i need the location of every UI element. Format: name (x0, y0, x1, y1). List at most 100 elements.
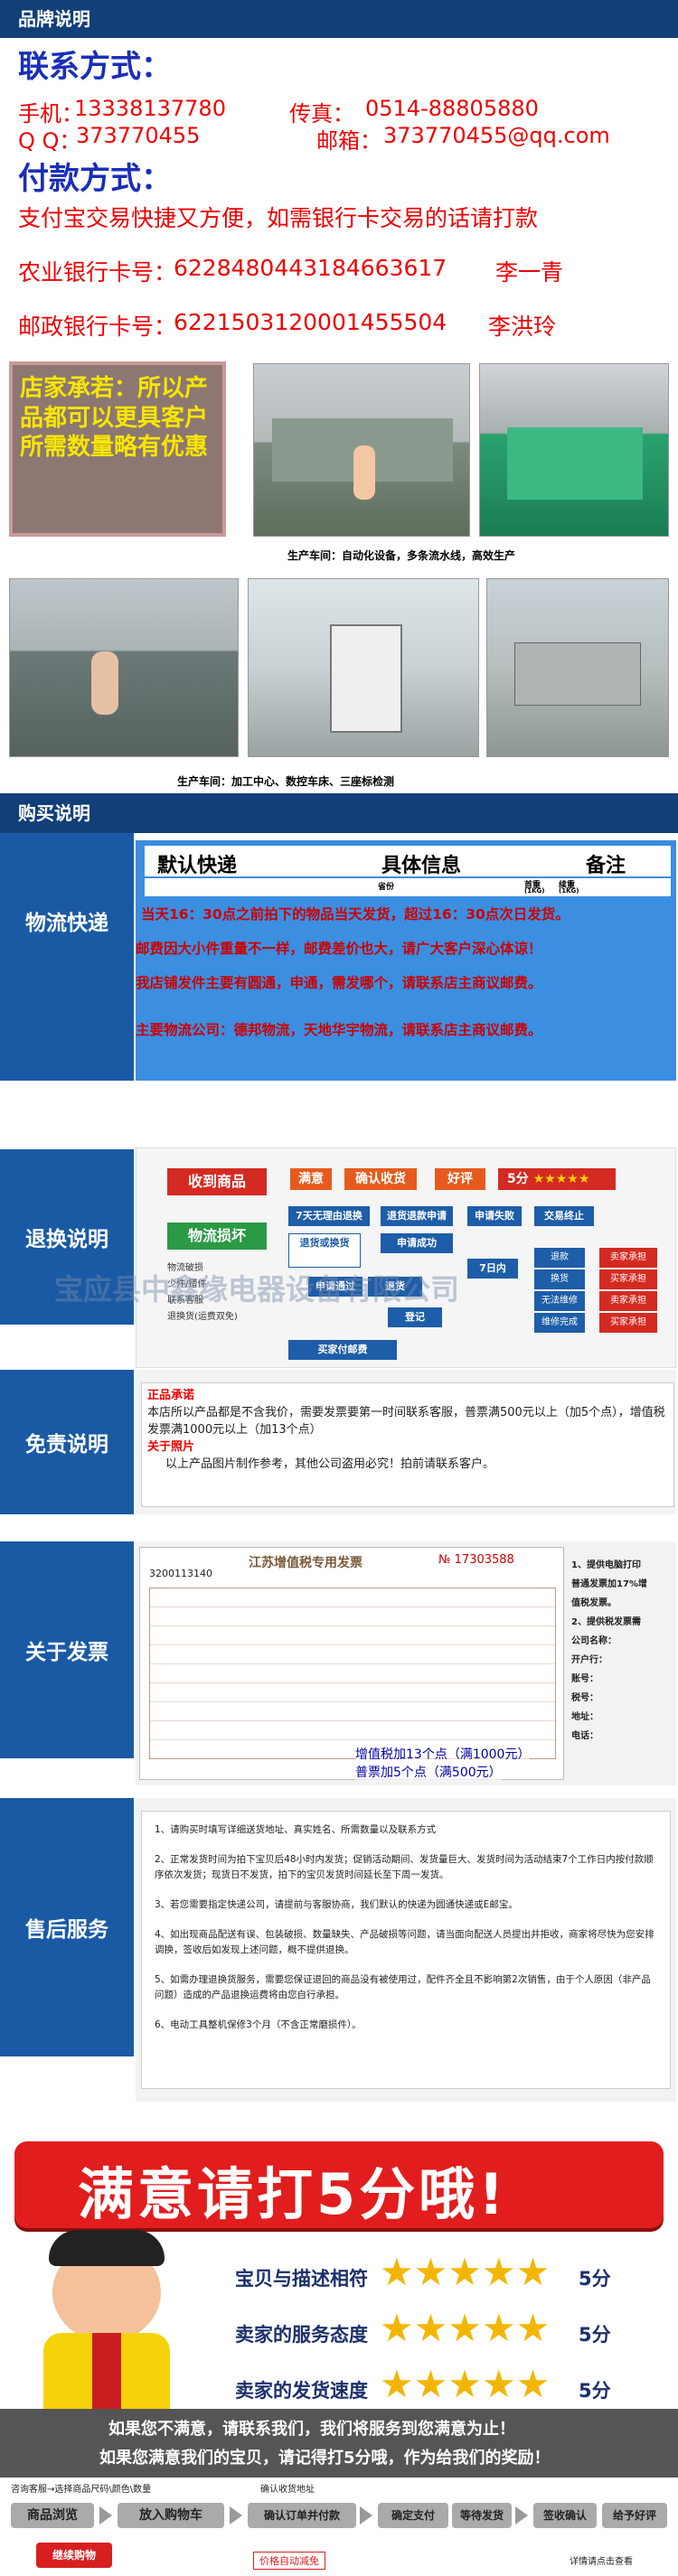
returns-left-item: 物流破损 (167, 1263, 203, 1273)
fax-value: 0514-88805880 (365, 96, 539, 121)
returns-five: 5分 ★★★★★ (498, 1168, 616, 1190)
invoice-note: 值税发票。 (571, 1598, 617, 1608)
rating-row-stars: ★★★★★ (380, 2306, 551, 2350)
flow-arrow (230, 2506, 242, 2524)
aftersale-item: 3、若您需要指定快递公司，请提前与客服协商，我们默认的快递为圆通快递或E邮宝。 (155, 1899, 518, 1910)
returns-fail: 申请失败 (467, 1206, 522, 1226)
brand-title: 品牌说明 (18, 8, 90, 30)
flow-step-review[interactable]: 给予好评 (602, 2503, 667, 2528)
logistics-line-1: 当天16：30点之前拍下的物品当天发货，超过16：30点次日发货。 (141, 906, 570, 923)
logistics-line-2: 邮费因大小件重量不一样，邮费差价也大，请广大客户深心体谅！ (136, 941, 542, 957)
invoice-code: 3200113140 (149, 1568, 212, 1579)
returns-right-item: 退款 (534, 1248, 585, 1268)
disclaimer-line-2: 以上产品图片制作参考，其他公司盗用必究！拍前请联系客户。 (165, 1457, 495, 1471)
flow-arrow (515, 2506, 528, 2524)
logistics-line-4: 主要物流公司：德邦物流，天地华宇物流，请联系店主商议邮费。 (136, 1022, 542, 1038)
returns-apply: 退货退款申请 (381, 1206, 453, 1226)
bank1-label: 农业银行卡号： (18, 259, 177, 286)
disclaimer-title-2: 关于照片 (147, 1440, 195, 1454)
returns-done: 交易终止 (534, 1206, 594, 1226)
bank2-label: 邮政银行卡号： (18, 314, 177, 340)
returns-right-list: 退款 换货 无法维修 维修完成 (534, 1248, 585, 1335)
returns-satisfied: 满意 (290, 1168, 332, 1190)
sub-col-extra-unit: (1KG) (559, 887, 579, 895)
returns-side: 退换说明 (0, 1149, 134, 1325)
logistics-line-3: 我店铺发件主要有圆通，申通，需发哪个，请联系店主商议邮费。 (136, 975, 542, 991)
returns-right-item: 维修完成 (534, 1313, 585, 1333)
purchase-header: 购买说明 (0, 793, 678, 833)
sub-col-province: 省份 (378, 883, 395, 892)
factory-photo-4 (248, 578, 479, 757)
returns-sevenday: 7日内 (467, 1259, 518, 1279)
returns-back: 退货 (368, 1277, 422, 1297)
rating-row-score: 5分 (579, 2268, 611, 2290)
logistics-panel: 默认快递 具体信息 备注 省份 首重 (1KG) 续重 (1KG) 当天16：3… (136, 840, 676, 1008)
rating-section: 满意请打5分哦! 宝贝与描述相符 ★★★★★ 5分 卖家的服务态度 ★★★★★ … (0, 2125, 678, 2478)
logistics-side-extra (0, 1008, 134, 1081)
returns-left-list: 物流破损 少件/错件 联系客服 退换货(运费双免) (167, 1260, 274, 1325)
logistics-panel-extra: 主要物流公司：德邦物流，天地华宇物流，请联系店主商议邮费。 (136, 1008, 676, 1081)
disclaimer-panel: 正品承诺 本店所以产品都是不含我价，需要发票要第一时间联系客服，普票满500元以… (136, 1370, 676, 1514)
flow-step-browse[interactable]: 商品浏览 (11, 2503, 94, 2528)
invoice-side: 关于发票 (0, 1541, 134, 1758)
rating-foot-2: 如果您满意我们的宝贝，请记得打5分哦，作为给我们的奖励！ (99, 2449, 551, 2468)
rating-row-stars: ★★★★★ (380, 2362, 551, 2406)
bank1-name: 李一青 (495, 259, 564, 286)
flow-step-order[interactable]: 确认订单并付款 (248, 2503, 356, 2528)
flow-step-sign[interactable]: 签收确认 (533, 2503, 597, 2528)
returns-quality: 退货或换货 (288, 1233, 361, 1268)
flow-auto-discount: 价格自动减免 (253, 2552, 325, 2570)
returns-left-item: 退换货(运费双免) (167, 1312, 238, 1322)
aftersale-box: 1、请购买时填写详细送货地址、真实姓名、所需数量以及联系方式 2、正常发货时间为… (141, 1811, 671, 2089)
flow-detail-link[interactable]: 详情请点击查看 (570, 2557, 633, 2567)
caption-2: 生产车间：加工中心、数控车床、三座标检测 (177, 775, 395, 788)
returns-five-label: 5分 (507, 1172, 529, 1186)
rating-row-stars: ★★★★★ (380, 2250, 551, 2294)
flow-arrow (99, 2506, 112, 2524)
caption-1: 生产车间：自动化设备，多条流水线，高效生产 (287, 549, 516, 562)
email-value: 373770455@qq.com (383, 123, 610, 148)
flow-step-wait[interactable]: 等待发货 (452, 2503, 512, 2528)
invoice-note: 开户行： (571, 1655, 607, 1665)
qq-value: 373770455 (76, 123, 201, 148)
flow-continue-button[interactable]: 继续购物 (36, 2543, 112, 2568)
mobile-value: 13338137780 (74, 96, 226, 121)
bank2-number: 6221503120001455504 (174, 309, 447, 335)
returns-far-item: 买家承担 (599, 1269, 657, 1289)
returns-good: 好评 (435, 1168, 485, 1190)
factory-photo-5 (486, 578, 669, 757)
invoice-note: 普通发票加17%增 (571, 1579, 647, 1589)
returns-confirm: 确认收货 (344, 1168, 417, 1190)
returns-far-list: 卖家承担 买家承担 卖家承担 买家承担 (599, 1248, 657, 1335)
logistics-side: 物流快递 (0, 833, 134, 1008)
invoice-note: 账号： (571, 1674, 598, 1684)
aftersale-item: 4、如出现商品配送有误、包装破损、数量缺失、产品破损等问题，请当面向配送人员提出… (155, 1929, 654, 1955)
qq-label: Q Q： (18, 128, 81, 154)
returns-left-item: 少件/错件 (167, 1279, 207, 1289)
factory-photo-3 (9, 578, 239, 757)
aftersale-item: 2、正常发货时间为拍下宝贝后48小时内发货；促销活动期间、发货量巨大、发货时间为… (155, 1854, 654, 1880)
returns-left-item: 联系客服 (167, 1296, 203, 1306)
rating-row-label: 卖家的发货速度 (235, 2380, 368, 2402)
promise-box: 店家承若：所以产品都可以更具客户所需数量略有优惠 (9, 361, 226, 537)
invoice-overlay-2: 普票加5个点（满500元） (355, 1763, 502, 1781)
flow-step-pay[interactable]: 确定支付 (378, 2503, 448, 2528)
purchase-title: 购买说明 (18, 802, 90, 824)
brand-header: 品牌说明 (0, 0, 678, 38)
returns-far-item: 买家承担 (599, 1313, 657, 1333)
flow-top-mid: 确认收货地址 (260, 2485, 315, 2495)
returns-far-item: 卖家承担 (599, 1248, 657, 1268)
invoice-note: 地址： (571, 1712, 598, 1722)
flow-arrow (360, 2506, 372, 2524)
returns-success: 申请成功 (381, 1233, 453, 1253)
returns-right-item: 换货 (534, 1269, 585, 1289)
returns-damaged: 物流损坏 (167, 1222, 267, 1250)
rating-footer: 如果您不满意，请联系我们，我们将服务到您满意为止！ 如果您满意我们的宝贝，请记得… (0, 2409, 678, 2478)
sub-col-extra: 续重 (559, 881, 576, 890)
disclaimer-box: 正品承诺 本店所以产品都是不含我价，需要发票要第一时间联系客服，普票满500元以… (141, 1382, 674, 1507)
flow-step-cart[interactable]: 放入购物车 (118, 2503, 224, 2528)
rating-row-label: 宝贝与描述相符 (235, 2268, 368, 2290)
sub-col-first-unit: (1KG) (524, 887, 545, 895)
rating-row: 卖家的服务态度 ★★★★★ 5分 (208, 2308, 651, 2358)
aftersale-item: 6、电动工具整机保修3个月（不含正常磨损件）。 (155, 2019, 362, 2030)
